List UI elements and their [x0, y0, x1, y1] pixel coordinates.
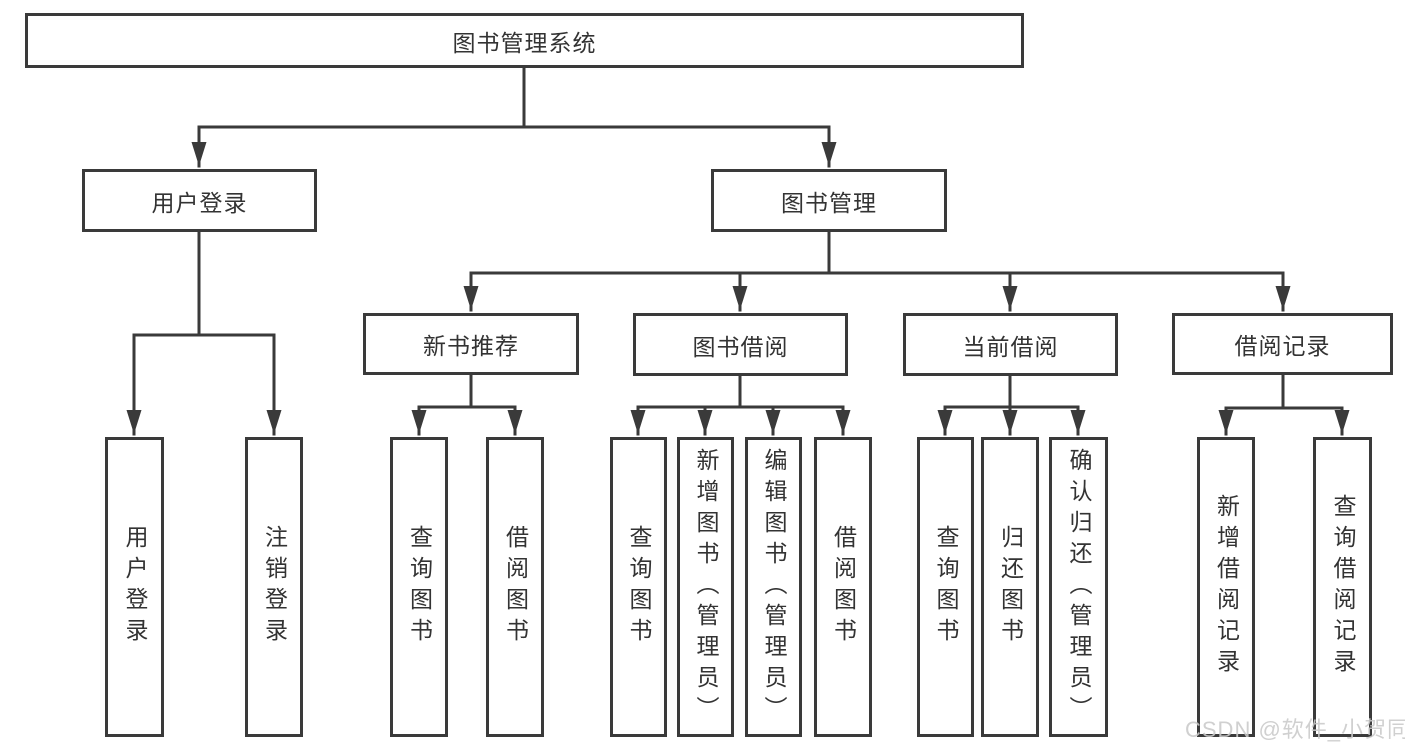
leaf-label: 新增借阅记录: [1213, 494, 1240, 680]
leaf-return-books: 归还图书: [981, 437, 1039, 737]
node-label: 图书管理: [781, 189, 877, 216]
csdn-watermark: CSDN @软件_小贺同学: [1185, 717, 1405, 742]
leaf-label: 编辑图书（管理员）: [761, 447, 787, 727]
leaf-confirm-return-admin: 确认归还（管理员）: [1049, 437, 1108, 737]
node-root-system: 图书管理系统: [25, 13, 1024, 68]
node-label: 新书推荐: [423, 333, 519, 359]
leaf-logout: 注销登录: [245, 437, 303, 737]
leaf-label: 用户登录: [122, 525, 148, 649]
leaf-user-login: 用户登录: [105, 437, 164, 737]
node-label: 借阅记录: [1234, 333, 1331, 359]
node-label: 用户登录: [151, 189, 248, 216]
connector-root-to-level2: [191, 66, 837, 168]
node-book-management: 图书管理: [711, 169, 947, 232]
connector-record-to-leaves: [1218, 373, 1350, 436]
node-label: 当前借阅: [962, 333, 1059, 360]
leaf-borrow-books: 借阅图书: [814, 437, 872, 737]
connector-newrec-to-leaves: [411, 373, 523, 436]
leaf-label: 查询图书: [626, 525, 652, 649]
node-user-login: 用户登录: [82, 169, 317, 232]
leaf-query-books-newrec: 查询图书: [390, 437, 448, 737]
node-label: 图书借阅: [692, 333, 789, 360]
leaf-edit-books-admin: 编辑图书（管理员）: [745, 437, 802, 737]
leaf-label: 确认归还（管理员）: [1066, 447, 1092, 727]
node-book-borrowing: 图书借阅: [633, 313, 848, 376]
leaf-label: 借阅图书: [502, 525, 529, 649]
connector-login-to-leaves: [126, 230, 282, 436]
leaf-label: 注销登录: [261, 525, 288, 649]
node-label: 图书管理系统: [452, 29, 597, 56]
node-current-borrowing: 当前借阅: [903, 313, 1118, 376]
leaf-query-books-borrow: 查询图书: [610, 437, 667, 737]
leaf-label: 新增图书（管理员）: [693, 447, 719, 727]
node-new-book-recommend: 新书推荐: [363, 313, 579, 375]
connector-bookmgmt-to-level3: [463, 230, 1291, 312]
leaf-add-borrow-record: 新增借阅记录: [1197, 437, 1255, 737]
leaf-borrow-books-newrec: 借阅图书: [486, 437, 544, 737]
connector-borrow-to-leaves: [630, 374, 851, 436]
leaf-label: 查询图书: [406, 525, 433, 649]
node-borrowing-records: 借阅记录: [1172, 313, 1393, 375]
leaf-label: 查询借阅记录: [1330, 494, 1356, 680]
leaf-label: 借阅图书: [830, 525, 857, 649]
leaf-add-books-admin: 新增图书（管理员）: [677, 437, 734, 737]
connector-current-to-leaves: [937, 374, 1086, 436]
leaf-query-borrow-record: 查询借阅记录: [1313, 437, 1372, 737]
leaf-label: 查询图书: [933, 525, 959, 649]
leaf-label: 归还图书: [997, 525, 1024, 649]
leaf-query-books-current: 查询图书: [917, 437, 974, 737]
